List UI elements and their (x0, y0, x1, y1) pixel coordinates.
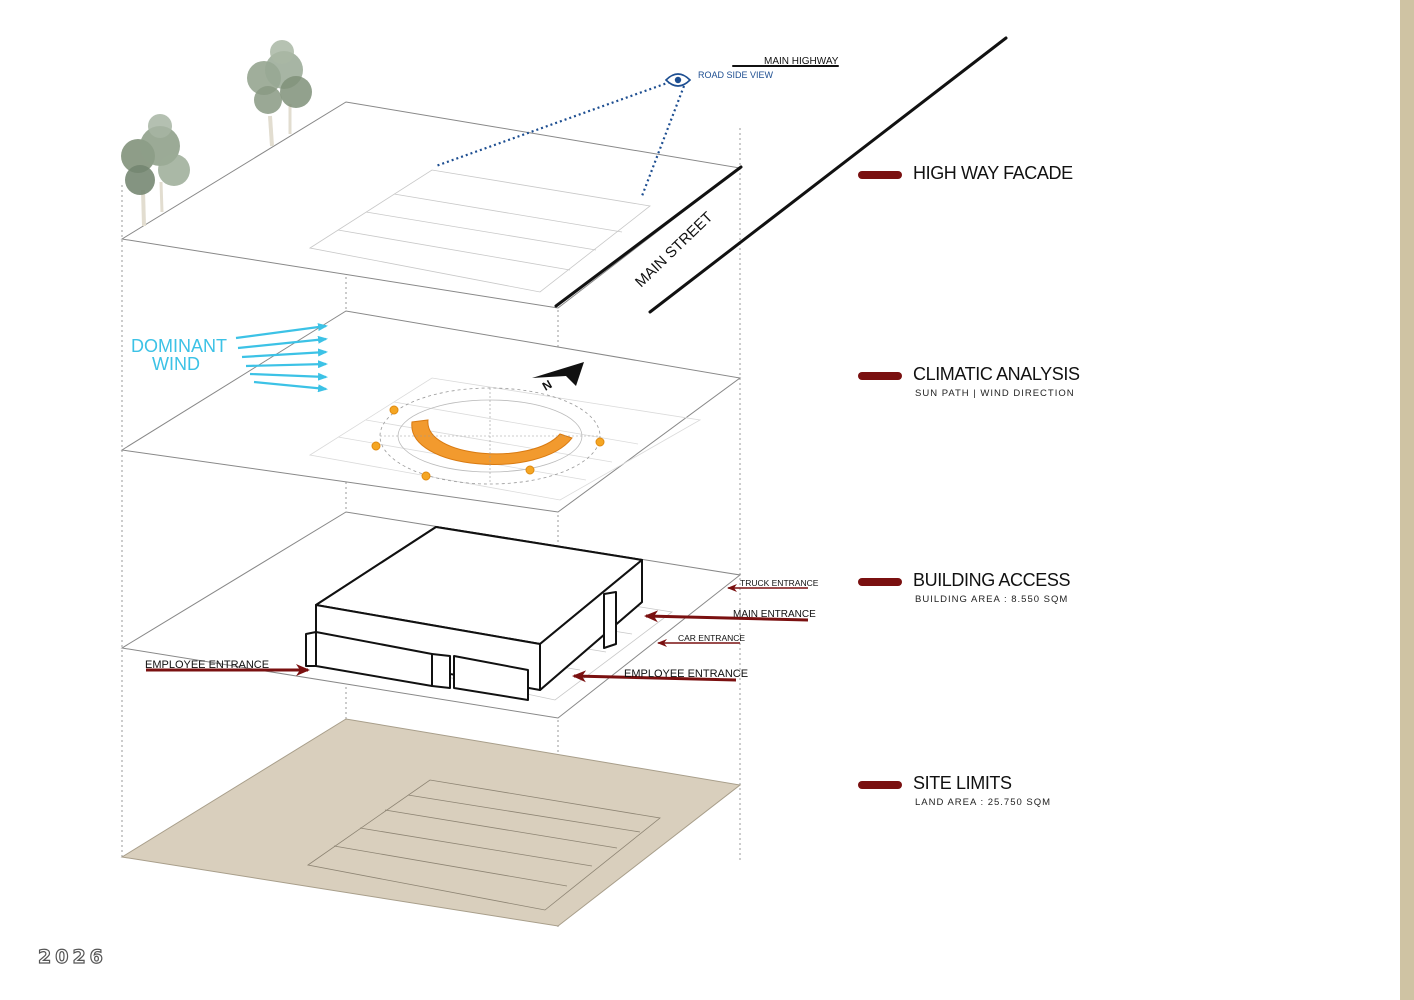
legend-subtitle: LAND AREA : 25.750 SQM (915, 797, 1052, 808)
highway-facade-plane (120, 101, 742, 309)
legend-marker (858, 781, 902, 789)
legend-marker (858, 372, 902, 380)
wind-arrows (235, 323, 328, 393)
car-entrance-label: CAR ENTRANCE (678, 633, 745, 643)
building-mass (305, 526, 643, 701)
legend-title: HIGH WAY FACADE (913, 163, 1073, 183)
sun-path (379, 387, 601, 485)
employee-entrance-left-label: EMPLOYEE ENTRANCE (145, 659, 269, 671)
main-highway-label: MAIN HIGHWAY (764, 56, 839, 67)
legend-marker (858, 578, 902, 586)
legend-title: CLIMATIC ANALYSIS (913, 364, 1080, 384)
dominant-wind-label: DOMINANT (131, 336, 227, 356)
tree-icon (247, 40, 312, 147)
side-strip (1400, 0, 1414, 1000)
building-access-plane (120, 511, 742, 719)
road-side-view-label: ROAD SIDE VIEW (698, 70, 774, 80)
year-label: 2026 (37, 945, 107, 968)
legend-subtitle: SUN PATH | WIND DIRECTION (915, 388, 1075, 399)
climatic-analysis-plane: N (120, 310, 742, 513)
main-entrance-label: MAIN ENTRANCE (733, 609, 816, 620)
eye-icon (664, 73, 692, 87)
employee-entrance-right-label: EMPLOYEE ENTRANCE (624, 668, 748, 680)
legend-subtitle: BUILDING AREA : 8.550 SQM (915, 594, 1069, 605)
legend-title: BUILDING ACCESS (913, 570, 1071, 590)
arrow-icon (146, 584, 809, 683)
tree-icon (121, 114, 190, 227)
sun-icon (371, 405, 605, 481)
legend-marker (858, 171, 902, 179)
dominant-wind-label-line2: WIND (152, 354, 200, 374)
legend-title: SITE LIMITS (913, 773, 1012, 793)
truck-entrance-label: TRUCK ENTRANCE (740, 578, 819, 588)
site-limits-plane (120, 718, 742, 927)
view-cone (435, 80, 686, 197)
roads (554, 36, 1008, 314)
